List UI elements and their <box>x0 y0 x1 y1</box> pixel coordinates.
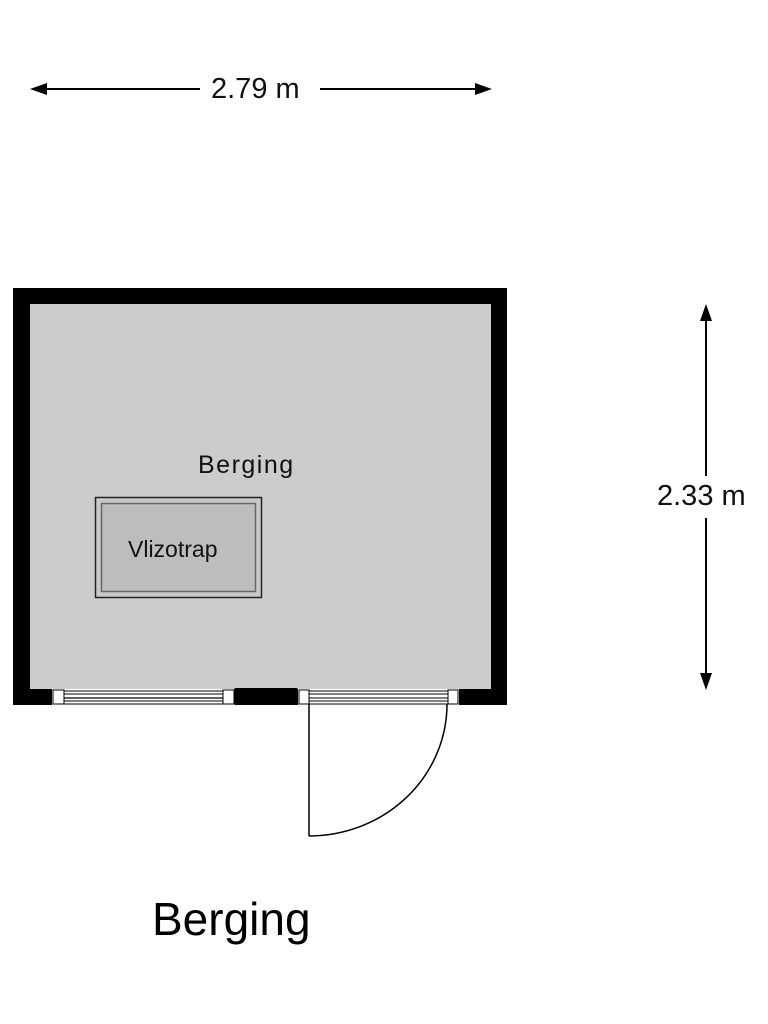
plan-title: Berging <box>152 893 311 945</box>
width-dimension-label: 2.79 m <box>205 75 306 104</box>
depth-dimension-line <box>700 304 712 690</box>
door <box>298 689 459 837</box>
width-dimension-line <box>30 83 492 95</box>
vlizotrap-fixture <box>94 496 263 599</box>
room-label: Berging <box>198 451 295 479</box>
room-walls <box>13 288 507 705</box>
arrow-left-icon <box>30 83 47 95</box>
arrow-right-icon <box>475 83 492 95</box>
arrow-down-icon <box>700 673 712 690</box>
wall-pier <box>234 688 298 705</box>
window <box>52 689 235 705</box>
arrow-up-icon <box>700 304 712 321</box>
depth-dimension-label: 2.33 m <box>656 480 747 512</box>
vlizotrap-label: Vlizotrap <box>128 536 218 562</box>
room-floor <box>30 304 491 689</box>
door-swing-arc <box>308 703 448 837</box>
